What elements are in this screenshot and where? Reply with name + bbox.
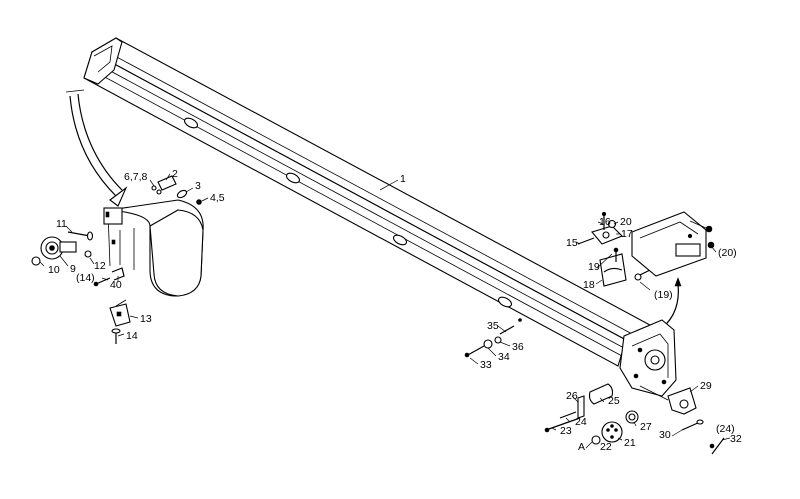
label-part-10: 10 <box>48 264 60 276</box>
label-part-19-ref: (19) <box>654 289 673 301</box>
label-part-9: 9 <box>70 263 76 275</box>
curved-arrow-right <box>661 277 682 329</box>
label-part-21: 21 <box>624 437 636 449</box>
label-part-40: 40 <box>110 279 122 291</box>
label-part-25: 25 <box>608 395 620 407</box>
label-part-32: 32 <box>730 433 742 445</box>
label-part-14: 14 <box>126 330 138 342</box>
label-part-23: 23 <box>560 425 572 437</box>
label-part-35: 35 <box>487 320 499 332</box>
label-part-18: 18 <box>583 279 595 291</box>
lower-parts <box>544 383 725 455</box>
label-part-27: 27 <box>640 421 652 433</box>
leader-lines <box>39 173 731 449</box>
label-part-16: 16 <box>599 216 611 228</box>
label-part-22: 22 <box>600 441 612 453</box>
label-part-29: 29 <box>700 380 712 392</box>
label-part-15: 15 <box>566 237 578 249</box>
label-part-30: 30 <box>659 429 671 441</box>
main-beam <box>83 37 652 367</box>
label-part-34: 34 <box>498 351 510 363</box>
label-part-24-ref: (24) <box>716 423 735 435</box>
label-part-19: 19 <box>588 261 600 273</box>
part-labels: 1 2 3 4,5 6,7,8 9 10 11 12 (14) 40 13 14… <box>48 168 742 453</box>
label-part-2: 2 <box>172 168 178 180</box>
label-part-26: 26 <box>566 390 578 402</box>
label-part-20-ref: (20) <box>718 247 737 259</box>
label-part-a: A <box>578 441 585 453</box>
label-part-24: 24 <box>575 416 587 428</box>
motor-small-parts <box>31 175 202 344</box>
curved-arrow-left <box>65 89 128 207</box>
motor-housing <box>103 199 204 297</box>
label-part-1: 1 <box>400 173 406 185</box>
label-part-17: 17 <box>621 228 633 240</box>
end-housing <box>619 319 677 397</box>
label-part-6-7-8: 6,7,8 <box>124 171 148 183</box>
label-part-12: 12 <box>94 260 106 272</box>
label-part-14-ref: (14) <box>76 272 95 284</box>
label-part-33: 33 <box>480 359 492 371</box>
label-part-36: 36 <box>512 341 524 353</box>
label-part-11: 11 <box>56 218 67 230</box>
label-part-3: 3 <box>195 180 201 192</box>
label-part-4-5: 4,5 <box>210 192 225 204</box>
label-part-20: 20 <box>620 216 632 228</box>
bracket-assembly <box>577 211 715 287</box>
label-part-13: 13 <box>140 313 152 325</box>
